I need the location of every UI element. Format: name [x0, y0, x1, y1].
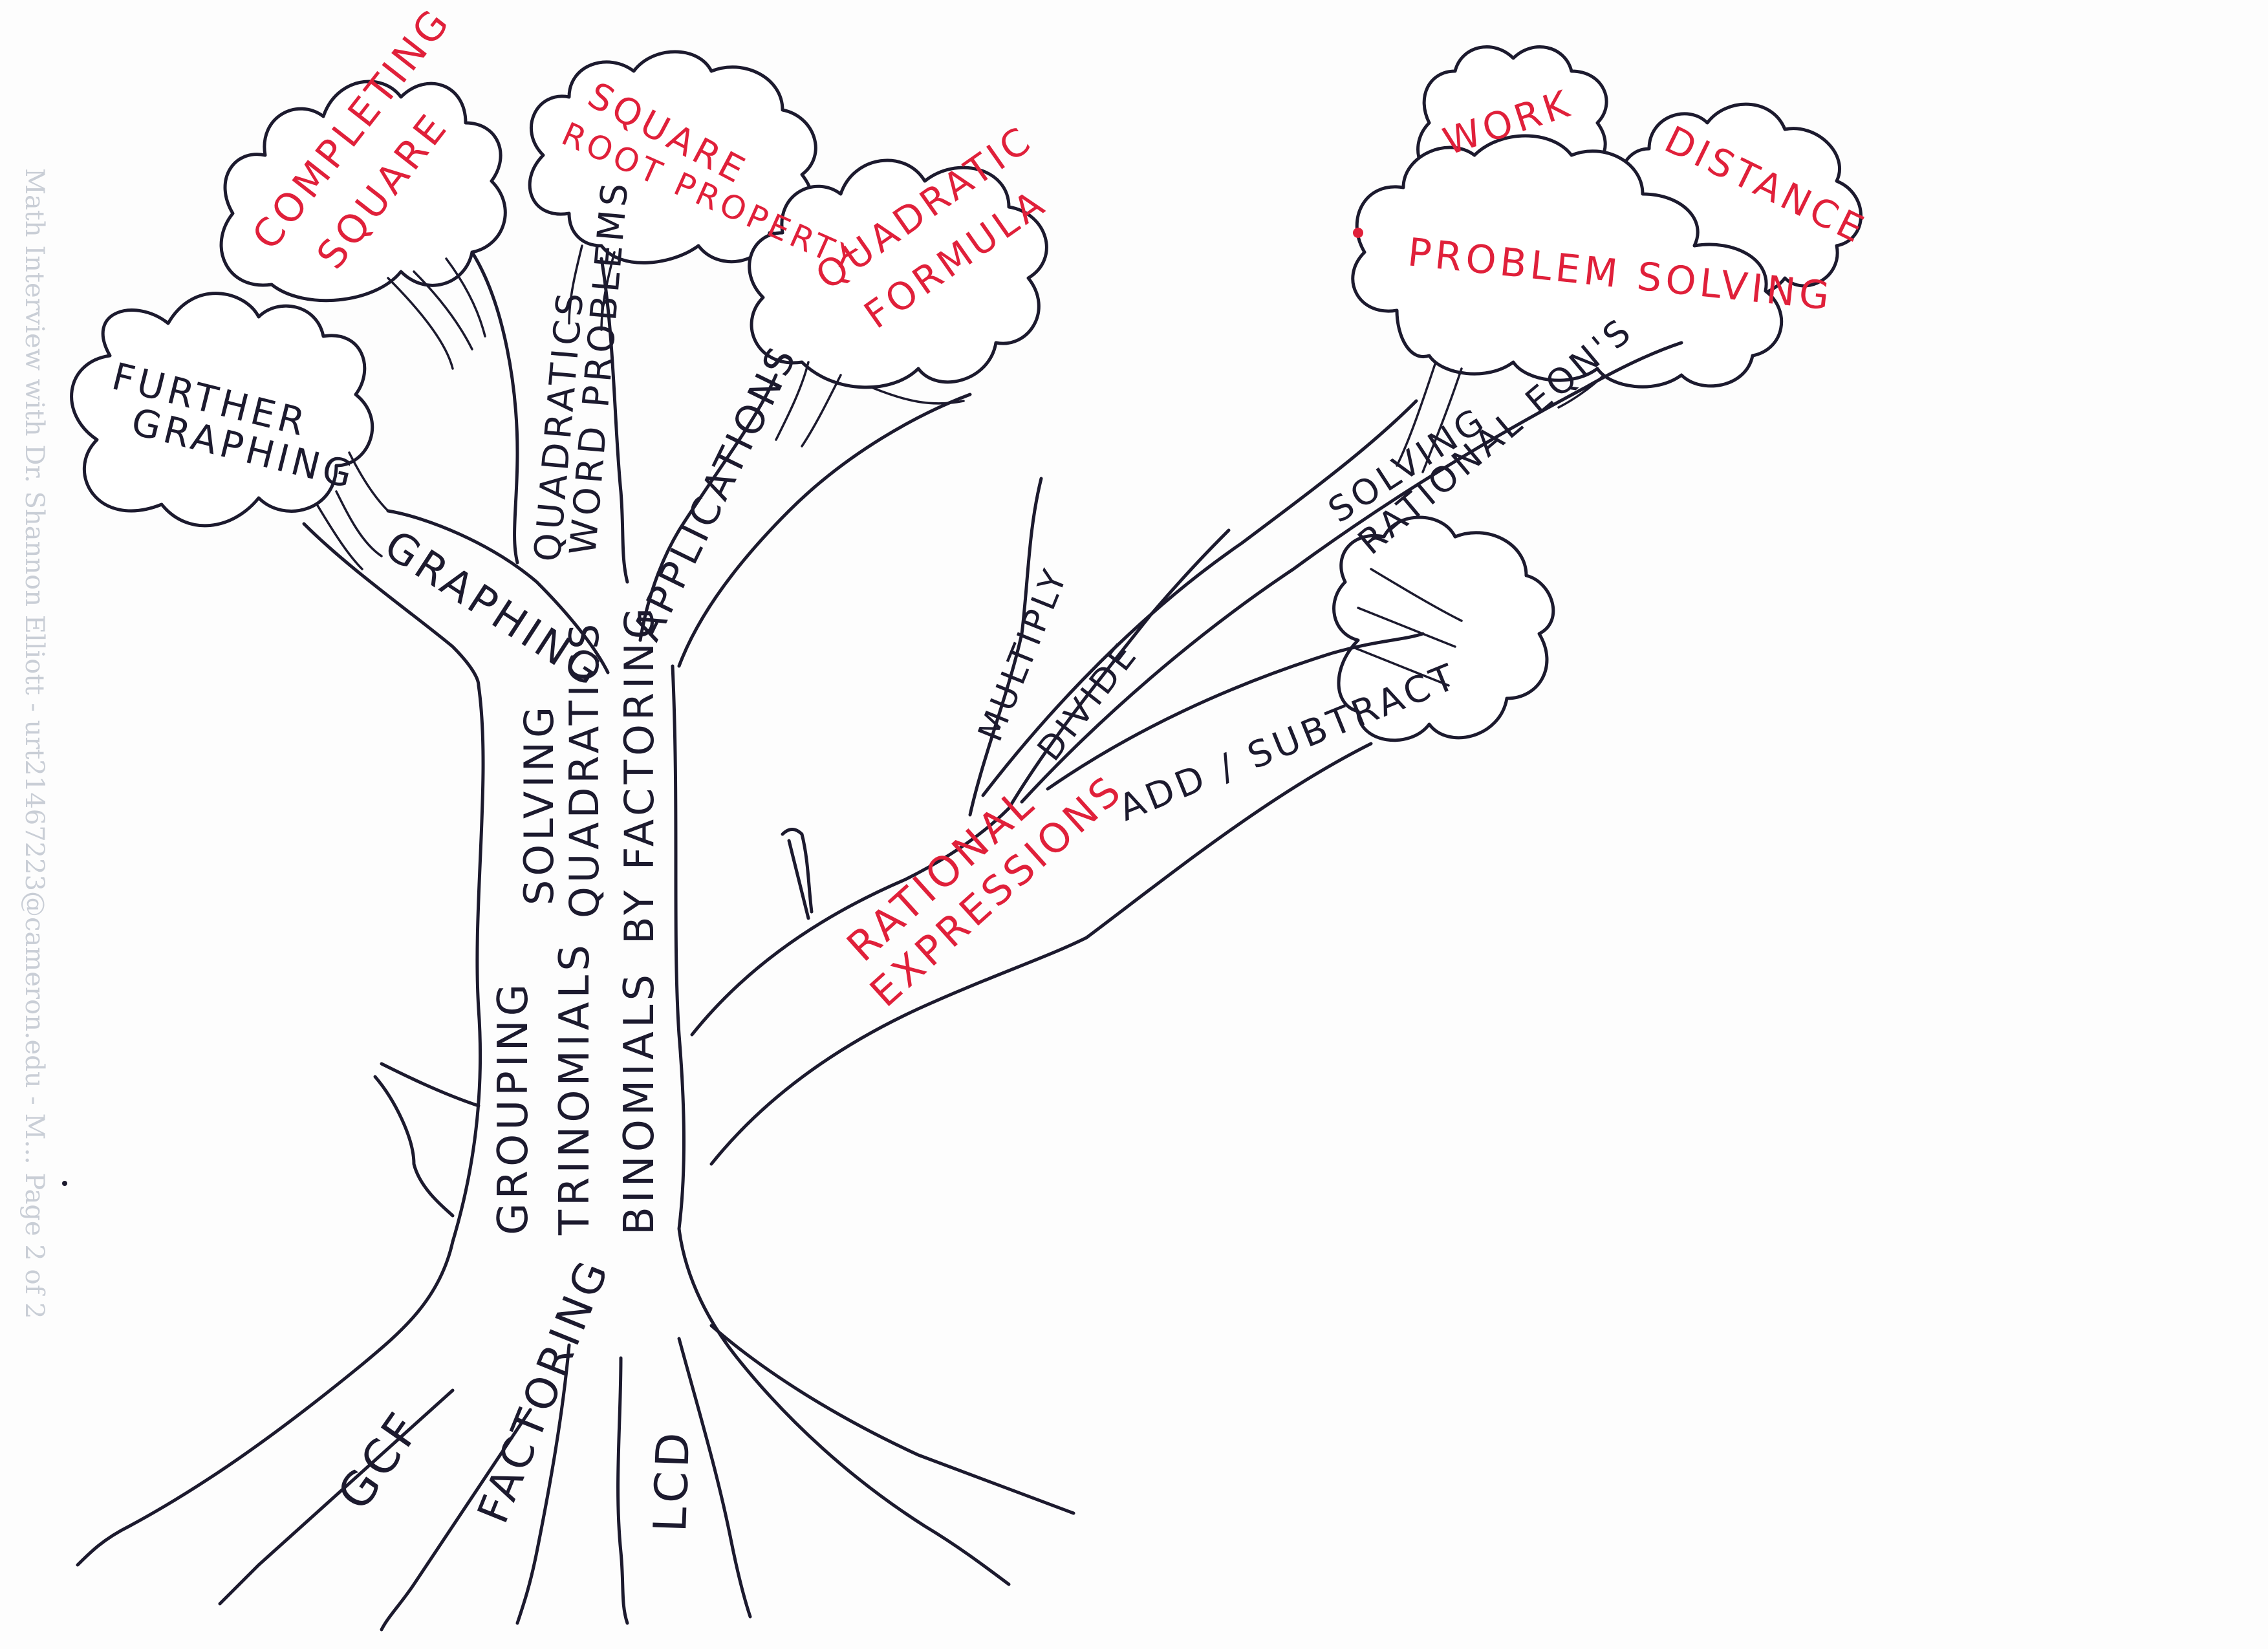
branch-word-left [470, 250, 519, 565]
label-applications: Applications [625, 338, 807, 648]
twigs-square-root [568, 244, 616, 331]
twigs-further-graphing [316, 451, 389, 570]
root-left-2 [380, 1408, 532, 1632]
cloud-problem-solving [1351, 134, 1784, 389]
cloud-right-tip [1332, 515, 1555, 742]
label-solving-quadratics-2: Quadratics [561, 620, 608, 918]
label-trinomials: Trinomials [551, 941, 599, 1236]
root-far-left [76, 1363, 364, 1567]
twigs-quadratic-formula [775, 361, 965, 447]
label-grouping: Grouping [490, 980, 537, 1235]
label-factoring-root: Factoring [468, 1251, 619, 1530]
label-binomials: Binomials [616, 971, 664, 1235]
branch-rational-stub [781, 828, 814, 920]
trunk-left-edge [360, 684, 485, 1366]
root-far-right [709, 1324, 1075, 1515]
root-mid-1 [515, 1343, 571, 1625]
branch-graphing-upper [386, 509, 610, 674]
branch-solving-rational-upper [981, 399, 1418, 797]
branch-applications-left [638, 373, 778, 642]
root-mid-2 [616, 1356, 629, 1625]
scan-margin-text: Math Interview with Dr. Shannon Elliott … [19, 168, 49, 1319]
cloud-quadratic-formula [748, 158, 1048, 389]
twigs-completing-square [387, 257, 486, 370]
branch-solving-rational-lower [1020, 341, 1683, 804]
branch-divide [1007, 528, 1231, 810]
branch-rational-lower [709, 936, 1088, 1166]
branch-rational-upper [690, 806, 1011, 1037]
label-add-subtract: Add / Subtract [1113, 655, 1464, 830]
label-gcf: GCF [327, 1401, 433, 1520]
label-lcd: LCD [643, 1428, 700, 1533]
twigs-right-tip [1350, 568, 1463, 687]
branch-word-right [599, 257, 629, 584]
branch-graphing-lower [302, 522, 481, 687]
root-right-1 [677, 1337, 752, 1619]
ink-dot [62, 1181, 67, 1186]
twigs-problem-solving [1396, 361, 1605, 473]
cloud-further-graphing [70, 292, 374, 528]
branch-multiply [968, 477, 1043, 817]
branch-add-subtract-lower [1085, 742, 1373, 940]
cloud-square-root [528, 50, 817, 264]
root-left-1 [218, 1388, 455, 1606]
trunk-left-stub [373, 1062, 481, 1218]
label-solving-quadratics-1: Solving [515, 703, 563, 905]
branch-applications-right [677, 393, 972, 668]
label-solving-quadratics-3: by Factoring [616, 604, 663, 944]
trunk-right-edge [671, 664, 739, 1360]
ink-dot [1353, 228, 1363, 238]
label-divide: Divide [1030, 634, 1147, 768]
root-right-2 [735, 1356, 1011, 1586]
branch-add-subtract-upper [1046, 632, 1425, 791]
cloud-completing-square [219, 80, 507, 303]
